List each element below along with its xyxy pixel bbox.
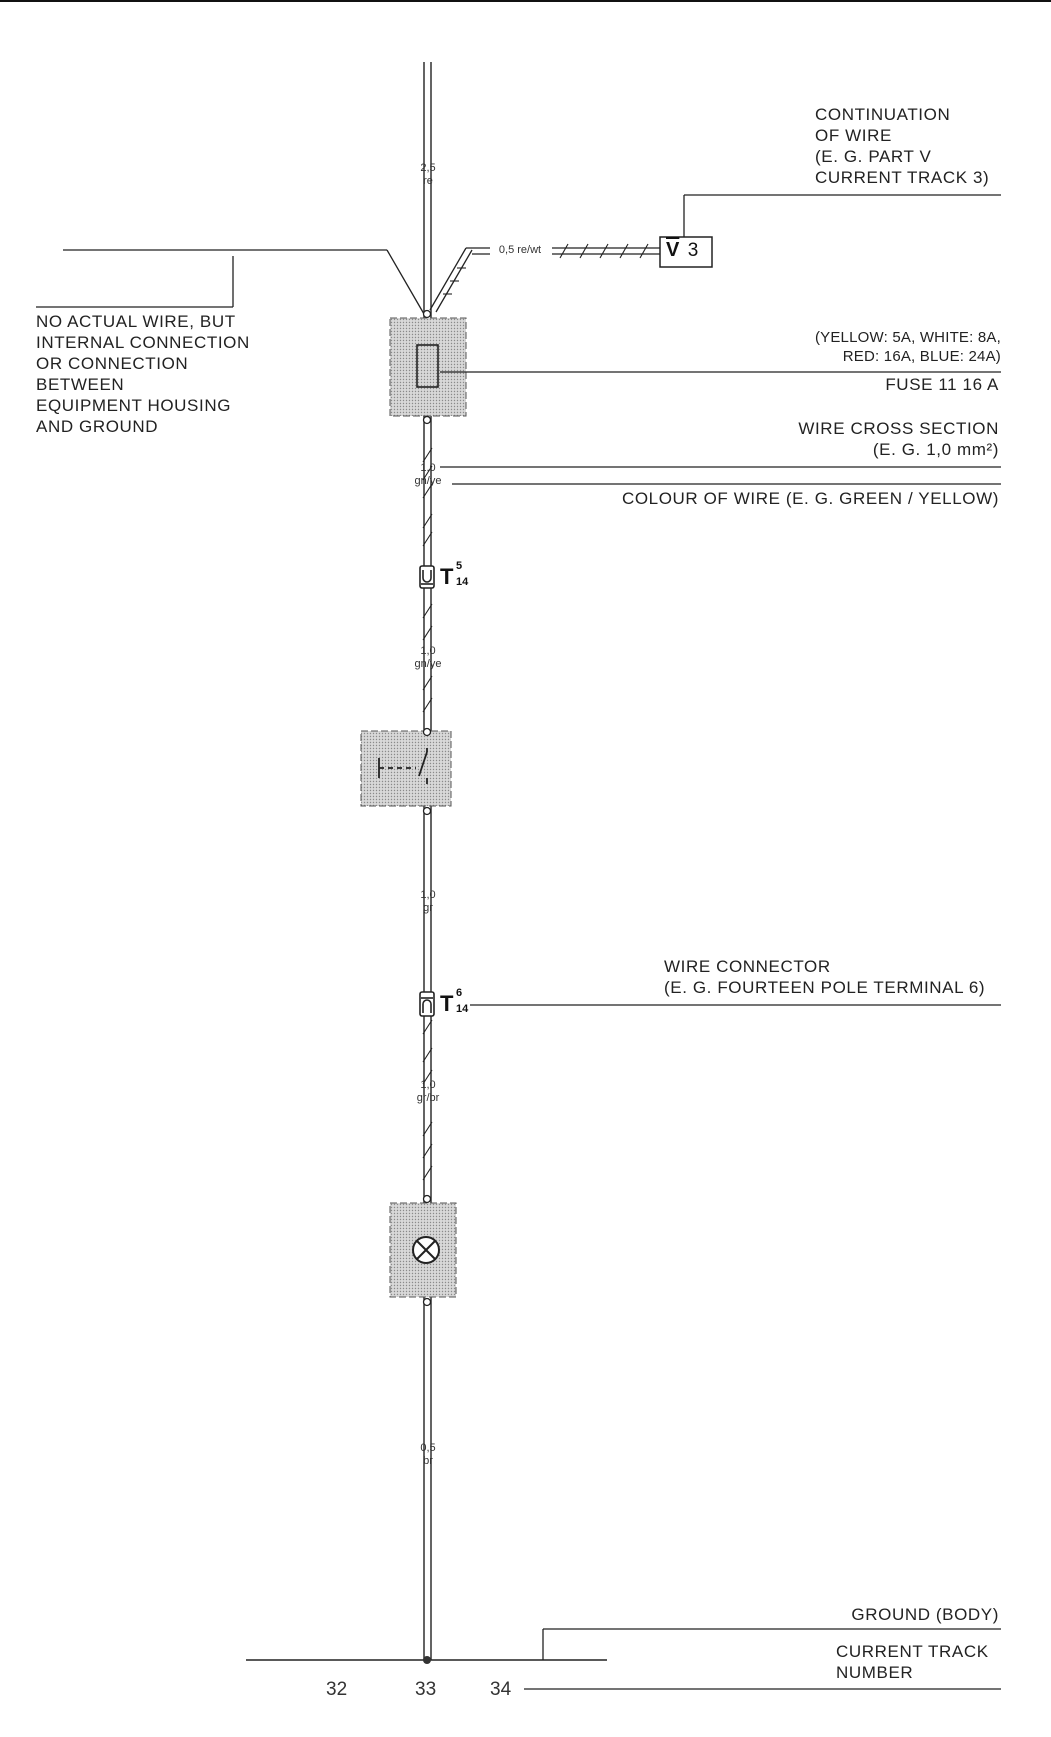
top-border [0,0,1051,2]
track-number: 33 [415,1679,437,1700]
fuse-top-terminal [422,309,432,319]
wire-colour: gn/ye [414,475,442,487]
switch-symbol [378,748,428,784]
fuse-colours-annotation: (YELLOW: 5A, WHITE: 8A, RED: 16A, BLUE: … [814,329,1001,365]
ground-point [423,1656,431,1664]
continuation-track: 3 [687,240,699,261]
wire-5-label: 0,5 br [398,1442,458,1468]
continuation-annotation: CONTINUATION OF WIRE (E. G. PART V CURRE… [815,105,990,187]
wire-connector-annotation: WIRE CONNECTOR (E. G. FOURTEEN POLE TERM… [664,957,986,997]
track-number: 32 [326,1679,348,1700]
fuse-bottom-terminal [422,415,432,425]
connector-poles: 14 [456,1003,469,1015]
lamp-symbol [412,1236,440,1264]
connector-t5-label: T 5 14 [440,560,468,590]
continuation-box [659,236,713,268]
no-actual-wire-annotation: NO ACTUAL WIRE, BUT INTERNAL CONNECTION … [36,312,250,436]
wire-colour: br [423,1455,433,1467]
wire-section: 1,0 [420,462,436,474]
wire-top-label: 2,5 re [398,162,458,188]
wire-section: 1,0 [420,889,436,901]
connector-t5-symbol [419,565,435,589]
fuse-housing [389,317,467,417]
internal-connection-line [36,249,425,315]
connector-terminal: 5 [456,560,463,572]
fuse-annotation: FUSE 11 16 A [885,375,999,394]
switch-bottom-terminal [422,806,432,816]
connector-terminal: 6 [456,987,463,999]
wire-colour: gr [423,902,433,914]
cross-section-annotation: WIRE CROSS SECTION (E. G. 1,0 mm²) [798,419,999,459]
wire-colour: re [423,175,433,187]
branch-wire [429,247,660,313]
wire-section: 1,0 [420,645,436,657]
wire-colour: gn/ye [414,658,442,670]
connector-t6-symbol [419,991,435,1017]
branch-wire-label: 0,5 re/wt [498,244,542,256]
current-track-number-annotation: CURRENT TRACK NUMBER [836,1642,989,1682]
wire-hatching [422,447,433,1181]
colour-of-wire-annotation: COLOUR OF WIRE (E. G. GREEN / YELLOW) [621,489,999,508]
wire-1-label: 1,0 gn/ye [398,462,458,488]
lamp-bottom-terminal [422,1297,432,1307]
wire-3-label: 1,0 gr [398,889,458,915]
wire-section: 2,5 [420,162,436,174]
connector-letter: T [440,991,454,1016]
connector-poles: 14 [456,576,469,588]
lamp-top-terminal [422,1194,432,1204]
ground-annotation: GROUND (BODY) [851,1605,999,1624]
branch-hatching [443,243,649,295]
wire-2-label: 1,0 gn/ye [398,645,458,671]
continuation-box-label: V 3 [666,239,698,262]
main-wire [423,62,432,1660]
wire-section: 1,0 [420,1079,436,1091]
connector-t6-label: T 6 14 [440,987,468,1017]
wire-colour: gr/br [416,1092,440,1104]
wire-4-label: 1,0 gr/br [398,1079,458,1105]
connector-letter: T [440,564,454,589]
track-number: 34 [490,1679,512,1700]
switch-top-terminal [422,727,432,737]
continuation-part: V [666,239,680,261]
wire-section: 0,5 [420,1442,436,1454]
fuse-element [416,344,439,388]
